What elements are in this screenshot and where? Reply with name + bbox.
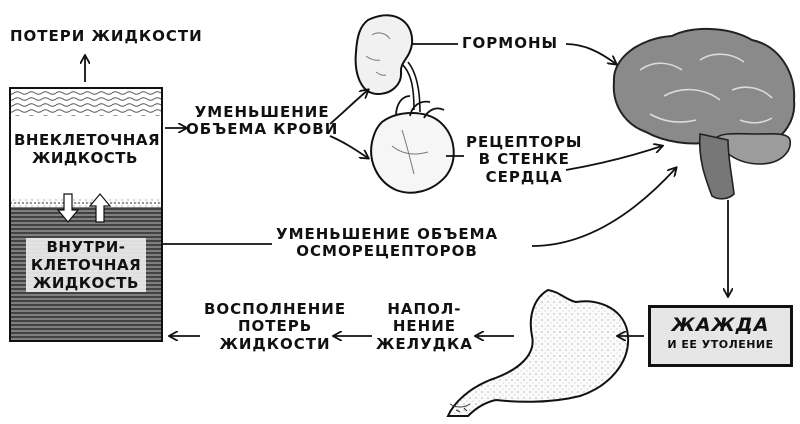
- fluid-loss-label: ПОТЕРИ ЖИДКОСТИ: [10, 27, 203, 45]
- arrow-to-kidney: [329, 90, 368, 125]
- thirst-box: ЖАЖДА И ЕЕ УТОЛЕНИЕ: [648, 305, 793, 367]
- up-exchange-arrow: [88, 193, 112, 223]
- arrows: [85, 43, 728, 336]
- arrow-hormones-to-brain: [565, 43, 616, 64]
- hormones-label: ГОРМОНЫ: [462, 34, 559, 52]
- arrow-receptors-to-brain: [565, 146, 662, 171]
- fluid-tank: [9, 87, 163, 342]
- arrow-osmo-to-brain: [531, 168, 676, 247]
- thirst-title: ЖАЖДА: [671, 314, 770, 336]
- down-exchange-arrow: [56, 193, 80, 223]
- heart-drawing: [370, 95, 455, 194]
- arrow-to-heart: [329, 135, 368, 158]
- stomach-drawing: [446, 288, 630, 417]
- thirst-subtitle: И ЕЕ УТОЛЕНИЕ: [667, 338, 774, 351]
- kidney-drawing: [354, 14, 421, 113]
- brain-drawing: [612, 28, 796, 200]
